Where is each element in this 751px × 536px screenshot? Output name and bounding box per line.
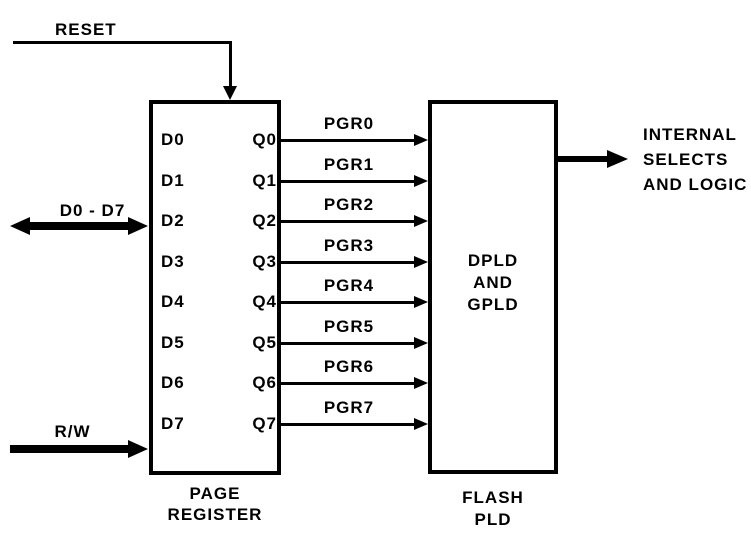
pgr-signal-label: PGR7	[323, 398, 375, 417]
flash-pld-box	[428, 100, 558, 474]
pgr-signal-label: PGR5	[323, 317, 375, 336]
arrowhead-icon	[414, 256, 428, 268]
page-register-caption-line1: PAGE	[189, 484, 241, 503]
page-register-box	[149, 100, 281, 475]
reset-arrowhead-icon	[223, 86, 237, 100]
flash-pld-caption-line1: FLASH	[462, 488, 524, 507]
d-input-label: D7	[161, 414, 185, 433]
internal-selects-line3: AND LOGIC	[643, 175, 748, 194]
pgr-signal-label: PGR2	[323, 195, 375, 214]
read-write-label: R/W	[54, 422, 91, 441]
reset-line-vertical	[229, 41, 232, 88]
q-output-label: Q2	[252, 211, 277, 230]
arrowhead-icon	[414, 296, 428, 308]
page-register-caption-line2: REGISTER	[167, 505, 263, 524]
flash-pld-caption-line2: PLD	[474, 510, 512, 529]
d-input-label: D5	[161, 333, 185, 352]
internal-selects-label: INTERNAL SELECTS AND LOGIC	[643, 122, 747, 197]
pgr-signal-line	[281, 382, 415, 385]
d-input-label: D1	[161, 171, 185, 190]
internal-selects-line1: INTERNAL	[643, 125, 737, 144]
page-register-caption: PAGE REGISTER	[145, 483, 285, 525]
flash-pld-caption: FLASH PLD	[423, 487, 563, 531]
d-input-label: D3	[161, 252, 185, 271]
pgr-signal-line	[281, 301, 415, 304]
q-output-label: Q7	[252, 414, 277, 433]
q-output-label: Q0	[252, 130, 277, 149]
data-bus-line	[28, 222, 130, 230]
dpld-gpld-line2: AND	[473, 273, 513, 292]
arrowhead-icon	[607, 150, 628, 168]
d-input-label: D2	[161, 211, 185, 230]
read-write-line	[10, 445, 130, 453]
dpld-gpld-label: DPLD AND GPLD	[432, 250, 554, 316]
pgr-signal-label: PGR1	[323, 155, 375, 174]
arrowhead-icon	[414, 215, 428, 227]
d-input-label: D6	[161, 373, 185, 392]
pgr-signal-label: PGR3	[323, 236, 375, 255]
pgr-signal-line	[281, 261, 415, 264]
arrowhead-icon	[10, 217, 30, 235]
arrowhead-icon	[414, 134, 428, 146]
pgr-signal-label: PGR4	[323, 276, 375, 295]
arrowhead-icon	[414, 175, 428, 187]
q-output-label: Q3	[252, 252, 277, 271]
dpld-gpld-line1: DPLD	[467, 251, 519, 270]
reset-label: RESET	[55, 20, 117, 39]
data-bus-label: D0 - D7	[59, 201, 126, 220]
pgr-signal-line	[281, 180, 415, 183]
arrowhead-icon	[414, 418, 428, 430]
d-input-label: D0	[161, 130, 185, 149]
q-output-label: Q5	[252, 333, 277, 352]
arrowhead-icon	[414, 377, 428, 389]
internal-selects-line2: SELECTS	[643, 150, 729, 169]
pgr-signal-label: PGR0	[323, 114, 375, 133]
dpld-gpld-line3: GPLD	[467, 295, 519, 314]
pgr-signal-line	[281, 342, 415, 345]
d-input-label: D4	[161, 292, 185, 311]
arrowhead-icon	[128, 440, 148, 458]
pgr-signal-line	[281, 423, 415, 426]
pgr-signal-label: PGR6	[323, 357, 375, 376]
arrowhead-icon	[128, 217, 148, 235]
output-line	[557, 156, 609, 162]
pgr-signal-line	[281, 139, 415, 142]
pgr-signal-line	[281, 220, 415, 223]
q-output-label: Q6	[252, 373, 277, 392]
q-output-label: Q1	[252, 171, 277, 190]
q-output-label: Q4	[252, 292, 277, 311]
reset-line-horizontal	[13, 41, 232, 44]
arrowhead-icon	[414, 337, 428, 349]
